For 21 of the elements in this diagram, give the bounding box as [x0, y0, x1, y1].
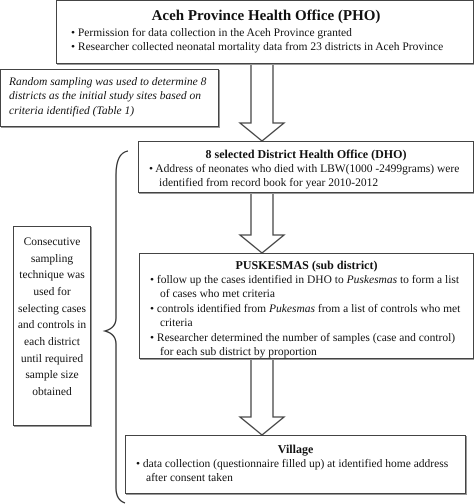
- process-box: [125, 435, 466, 494]
- box-heading: Aceh Province Health Office (PHO): [150, 7, 382, 26]
- note-box: [13, 226, 91, 426]
- process-box: [56, 0, 474, 64]
- process-box: [139, 253, 474, 359]
- block-arrow: [238, 192, 286, 254]
- note-box: [0, 69, 219, 127]
- bullet-text: • data collection (questionnaire filled up) at identified home address after consent taken: [136, 457, 450, 486]
- note-text: Random sampling was used to determine 8 districts as the initial study sites based on criteria identified (Table 1): [9, 75, 208, 118]
- block-arrow: [238, 358, 286, 436]
- process-box: [138, 141, 474, 193]
- box-heading: PUSKESMAS (sub district): [234, 258, 378, 273]
- bullet-text: • Address of neonates who died with LBW(1000 -2499grams) were identified from record book for year 2010-2012: [149, 162, 460, 191]
- bullet-text: • Permission for data collection in the Aceh Province granted: [71, 26, 353, 40]
- block-arrow: [238, 63, 286, 142]
- note-text: Consecutive sampling technique was used for selecting cases and controls in each district until required sample size obtained: [17, 235, 87, 400]
- bullet-text: • Researcher collected neonatal mortality data from 23 districts in Aceh Province: [71, 40, 444, 54]
- bullet-text: • Researcher determined the number of samples (case and control) for each sub district by proportion: [150, 330, 456, 360]
- box-heading: 8 selected District Health Office (DHO): [204, 147, 408, 162]
- box-heading: Village: [276, 442, 314, 457]
- bullet-text: • controls identified from Pukesmas from a list of controls who met criteria: [150, 302, 462, 330]
